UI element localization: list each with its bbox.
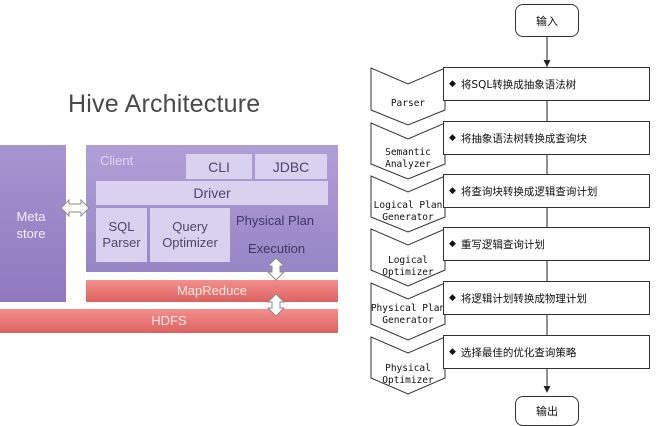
hdfs-label: HDFS [151, 313, 187, 328]
description-text: 将逻辑计划转换成物理计划 [460, 292, 587, 305]
description-text: 重写逻辑查询计划 [460, 238, 545, 251]
step-description: ◆ 将SQL转换成抽象语法树 [443, 67, 650, 101]
jdbc-block: JDBC [255, 154, 327, 179]
diagram-title: Hive Architecture [68, 90, 261, 118]
step-description: ◆ 将查询块转换成逻辑查询计划 [443, 174, 650, 208]
step-description: ◆ 将逻辑计划转换成物理计划 [443, 281, 650, 315]
description-text: 选择最佳的优化查询策略 [460, 346, 577, 359]
bullet-icon: ◆ [449, 239, 456, 249]
step-label-physical-optimizer: Physical Optimizer [382, 363, 434, 386]
step-shape-parser [370, 67, 446, 126]
hdfs-block [0, 309, 338, 333]
mapreduce-label: MapReduce [176, 283, 248, 298]
step-shape-physical-optimizer [370, 336, 446, 395]
bullet-icon: ◆ [449, 293, 456, 303]
double-arrow-icon [266, 257, 286, 281]
double-arrow-icon [266, 293, 286, 317]
bullet-icon: ◆ [449, 186, 456, 196]
sql-parser-block: SQL Parser [96, 208, 147, 262]
client-label: Client [100, 153, 134, 168]
physical-plan-label: Physical Plan [236, 213, 315, 228]
description-text: 将SQL转换成抽象语法树 [460, 78, 577, 91]
step-label-logical-optimizer: Logical Optimizer [382, 255, 434, 278]
step-shape-logical-plan-generator [370, 175, 446, 233]
query-optimizer-block: Query Optimizer [150, 208, 230, 262]
step-description: ◆ 选择最佳的优化查询策略 [443, 335, 650, 369]
bullet-icon: ◆ [449, 133, 456, 143]
start-node: 输入 [515, 4, 579, 37]
metastore-block [0, 145, 66, 302]
step-label-semantic-analyzer: Semantic Analyzer [385, 147, 431, 170]
step-label-physical-plan-generator: Physical Plan Generator [370, 303, 446, 326]
step-label-logical-plan-generator: Logical Plan Generator [373, 200, 443, 223]
step-label-parser: Parser [390, 98, 426, 109]
step-description: ◆ 重写逻辑查询计划 [443, 227, 650, 261]
driver-block: Driver [96, 181, 328, 205]
description-text: 将查询块转换成逻辑查询计划 [460, 185, 598, 198]
execution-label: Execution [248, 241, 306, 256]
cli-block: CLI [186, 154, 252, 179]
bullet-icon: ◆ [449, 79, 456, 89]
bullet-icon: ◆ [449, 347, 456, 357]
step-shape-physical-plan-generator [370, 282, 446, 341]
description-text: 将抽象语法树转换成查询块 [460, 132, 587, 145]
step-shape-semantic-analyzer [370, 122, 446, 180]
step-shape-logical-optimizer [370, 228, 446, 287]
metastore-label: Meta store [16, 209, 46, 241]
end-node: 输出 [515, 396, 579, 426]
step-description: ◆ 将抽象语法树转换成查询块 [443, 121, 650, 155]
double-arrow-icon [60, 198, 90, 218]
